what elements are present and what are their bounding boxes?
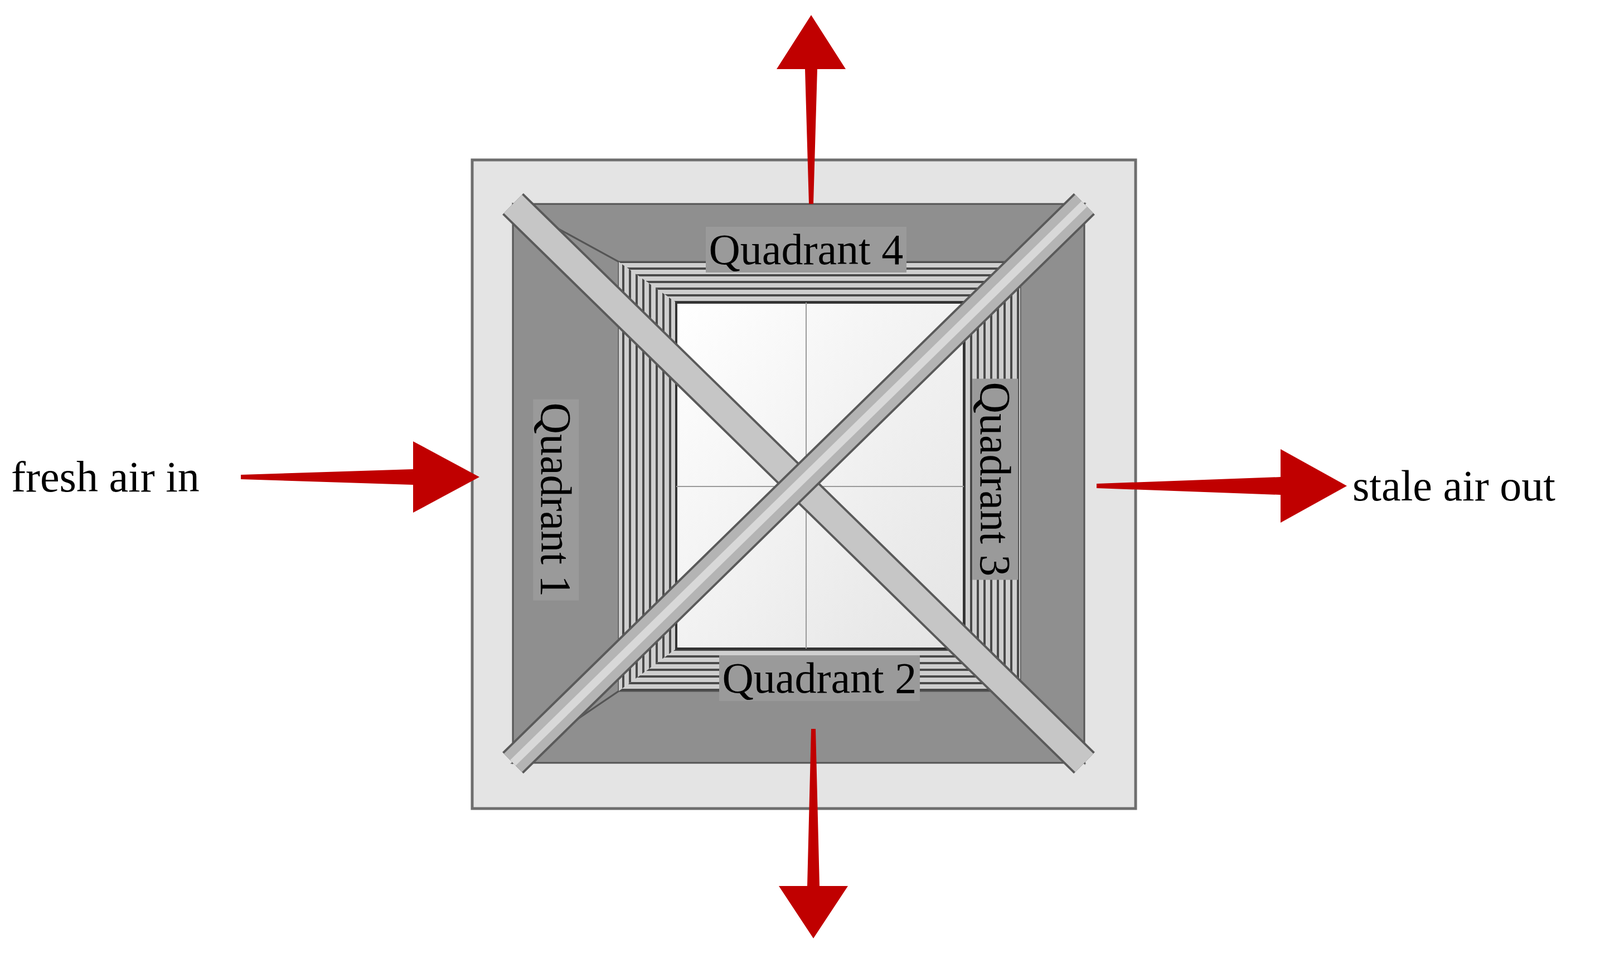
quadrant-label: Quadrant 4 — [705, 226, 908, 273]
diagonal-bar — [512, 204, 1085, 764]
quadrant-band — [1020, 204, 1085, 764]
flow-label: fresh air in — [11, 454, 200, 501]
diagonal-bar — [512, 204, 1085, 764]
flow-arrow — [776, 15, 846, 205]
flow-arrow — [1096, 449, 1347, 523]
flow-label: stale air out — [1352, 463, 1556, 509]
diagonal-bar — [512, 204, 1085, 764]
flow-arrow — [240, 441, 480, 513]
outer-frame — [472, 160, 1136, 809]
diagonal-bar — [512, 204, 1085, 764]
quadrant-label: Quadrant 3 — [972, 379, 1018, 581]
quadrant-label: Quadrant 1 — [532, 399, 579, 601]
quadrant-label: Quadrant 2 — [719, 655, 921, 702]
flow-arrow — [778, 729, 848, 939]
diagonal-bar — [512, 204, 1085, 764]
